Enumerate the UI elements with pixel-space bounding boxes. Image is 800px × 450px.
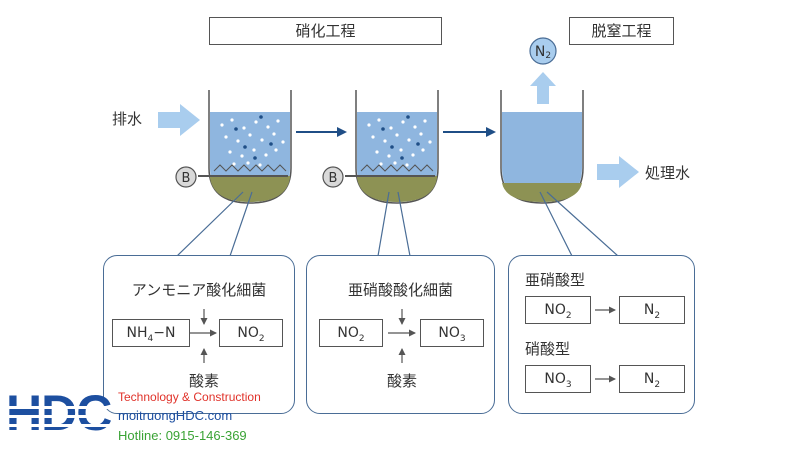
panel-title: 亜硝酸酸化細菌 xyxy=(347,281,453,299)
logo-stripes-icon xyxy=(6,406,118,427)
oxygen-label: 酸素 xyxy=(386,372,417,390)
denitrification-panel: 亜硝酸型 NO2 N2 硝酸型 NO3 N2 xyxy=(508,255,695,414)
n2-release-arrow-icon xyxy=(530,72,556,104)
n2-bubble-icon xyxy=(529,37,557,65)
n2-box: N2 xyxy=(619,365,685,393)
aeration-tank-1 xyxy=(198,90,292,204)
blower-1-icon xyxy=(175,166,197,188)
oxygen-label: 酸素 xyxy=(188,372,219,390)
reaction-arrows xyxy=(388,309,416,363)
air-bubbles xyxy=(220,118,285,167)
n2-box: N2 xyxy=(619,296,685,324)
ammonia-oxidizer-panel: アンモニア酸化細菌 NH4−N NO2 酸素 xyxy=(103,255,295,414)
logo-website[interactable]: moitruongHDC.com xyxy=(118,408,233,423)
nitrite-oxidizer-panel: 亜硝酸酸化細菌 NO2 NO3 酸素 xyxy=(306,255,495,414)
logo-tagline: Technology & Construction xyxy=(118,390,261,404)
reaction-arrows xyxy=(190,309,217,363)
logo-hotline: Hotline: 0915-146-369 xyxy=(118,428,247,443)
blower-1-label: B xyxy=(182,171,191,186)
blower-2-icon xyxy=(322,166,344,188)
nh4-n-box: NH4−N xyxy=(112,319,190,347)
reaction-arrows xyxy=(595,306,616,383)
outflow-arrow-icon xyxy=(597,156,639,188)
logo-brand: HDC xyxy=(6,385,112,441)
no3-box: NO3 xyxy=(420,319,484,347)
aeration-tank-2 xyxy=(345,90,439,204)
nitrate-type-label: 硝酸型 xyxy=(525,340,571,358)
nitrification-header: 硝化工程 xyxy=(209,17,442,45)
bacteria-dots xyxy=(234,115,273,160)
air-bubbles xyxy=(367,118,432,167)
no3-box: NO3 xyxy=(525,365,591,393)
hdc-logo: HDC xyxy=(6,385,118,446)
no2-box: NO2 xyxy=(219,319,283,347)
panel-title: アンモニア酸化細菌 xyxy=(131,281,267,299)
inflow-arrow-icon xyxy=(158,104,200,136)
nitrite-type-label: 亜硝酸型 xyxy=(525,271,586,289)
blower-2-label: B xyxy=(329,171,338,186)
no2-box: NO2 xyxy=(319,319,383,347)
n2-bubble-label: N2 xyxy=(535,44,551,61)
denitrification-header: 脱窒工程 xyxy=(569,17,674,45)
outflow-label: 処理水 xyxy=(645,164,691,182)
bacteria-dots xyxy=(381,115,420,160)
no2-box: NO2 xyxy=(525,296,591,324)
callout-lines xyxy=(176,191,619,257)
denitrification-tank xyxy=(500,90,584,204)
inflow-label: 排水 xyxy=(112,110,143,128)
